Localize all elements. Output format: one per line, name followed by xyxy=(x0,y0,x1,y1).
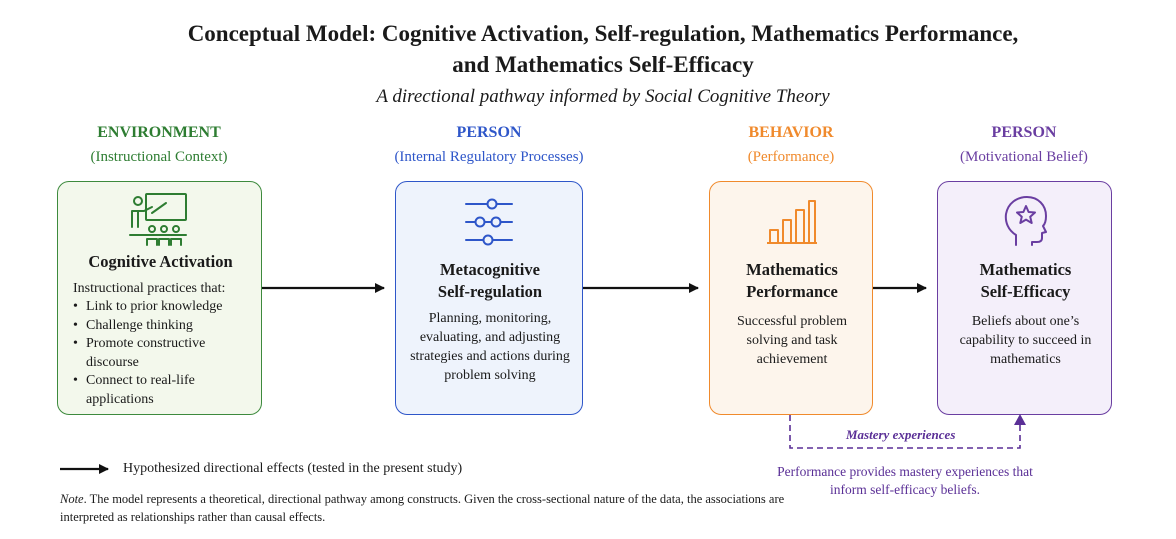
title-line: Performance xyxy=(746,282,838,301)
reg-category-sub: (Internal Regulatory Processes) xyxy=(394,149,584,165)
self-regulation-title: Metacognitive Self-regulation xyxy=(396,259,584,303)
cognitive-activation-title: Cognitive Activation xyxy=(88,252,233,271)
mastery-feedback-arrowhead xyxy=(1014,414,1026,425)
legend-text: Hypothesized directional effects (tested… xyxy=(123,461,463,476)
list-item: Promote constructive discourse xyxy=(73,335,258,372)
eff-category-label: PERSON xyxy=(991,124,1057,141)
env-category-sub: (Instructional Context) xyxy=(90,149,228,165)
cognitive-activation-intro: Instructional practices that: xyxy=(73,281,226,296)
title-line-2: and Mathematics Self-Efficacy xyxy=(452,52,754,77)
diagram-subtitle: A directional pathway informed by Social… xyxy=(376,86,830,107)
title-line: Self-Efficacy xyxy=(980,282,1071,301)
list-item: Link to prior knowledge xyxy=(73,298,258,317)
math-performance-description: Successful problem solving and task achi… xyxy=(736,314,848,367)
perf-category-label: BEHAVIOR xyxy=(748,124,834,141)
sliders-icon xyxy=(465,198,513,246)
title-line: Self-regulation xyxy=(437,282,543,301)
list-item: Connect to real-life applications xyxy=(73,372,258,409)
note-text: . The model represents a theoretical, di… xyxy=(60,492,785,524)
diagram-title: Conceptual Model: Cognitive Activation, … xyxy=(88,18,1118,80)
math-self-efficacy-title: Mathematics Self-Efficacy xyxy=(938,259,1113,303)
mastery-experiences-note: Performance provides mastery experiences… xyxy=(777,464,1033,497)
cognitive-activation-list: Link to prior knowledge Challenge thinki… xyxy=(73,298,258,409)
perf-category-sub: (Performance) xyxy=(747,149,835,165)
list-item: Challenge thinking xyxy=(73,317,258,336)
title-line: Metacognitive xyxy=(440,260,540,279)
env-category-label: ENVIRONMENT xyxy=(97,124,221,141)
math-self-efficacy-description: Beliefs about one’s capability to succee… xyxy=(959,314,1092,367)
title-line: Mathematics xyxy=(979,260,1072,279)
reg-category-label: PERSON xyxy=(456,124,522,141)
title-line: Mathematics xyxy=(746,260,838,279)
bar-chart-icon xyxy=(767,200,817,244)
note-prefix: Note xyxy=(60,492,84,506)
math-self-efficacy-box: Mathematics Self-Efficacy Beliefs about … xyxy=(937,181,1112,415)
math-performance-box: Mathematics Performance Successful probl… xyxy=(709,181,873,415)
self-regulation-box: Metacognitive Self-regulation Planning, … xyxy=(395,181,583,415)
cognitive-activation-box: Cognitive Activation Instructional pract… xyxy=(57,181,262,415)
eff-category-sub: (Motivational Belief) xyxy=(960,149,1088,165)
teacher-presentation-icon xyxy=(129,193,187,246)
figure-note: Note. The model represents a theoretical… xyxy=(60,490,800,526)
math-performance-title: Mathematics Performance xyxy=(710,259,874,303)
self-regulation-description: Planning, monitoring, evaluating, and ad… xyxy=(410,311,570,383)
head-star-icon xyxy=(1004,196,1047,246)
title-line-1: Conceptual Model: Cognitive Activation, … xyxy=(187,21,1019,46)
mastery-experiences-label: Mastery experiences xyxy=(846,427,956,442)
